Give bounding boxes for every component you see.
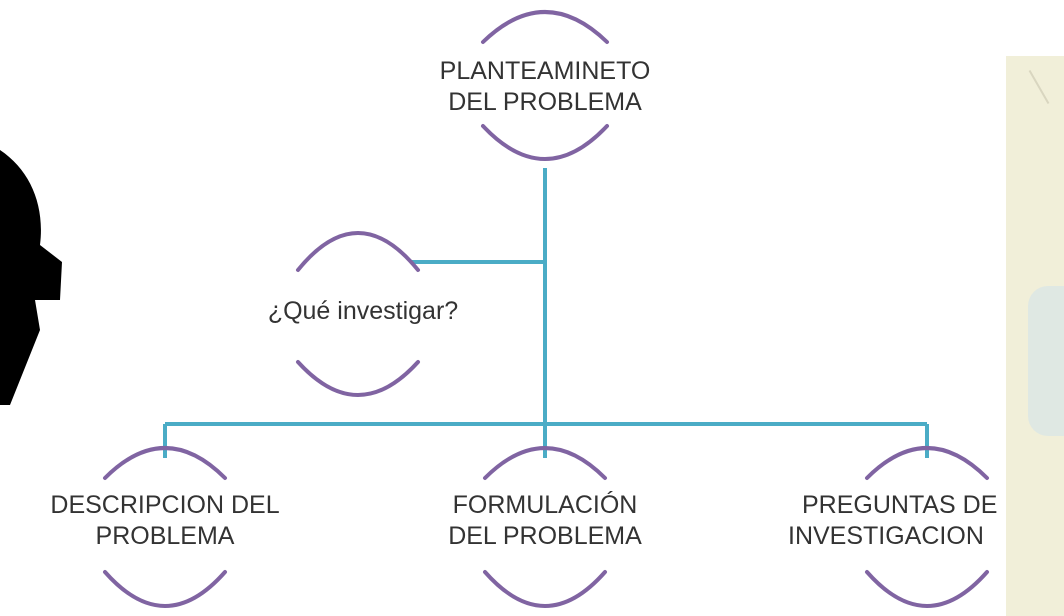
child2-line-2: DEL PROBLEMA — [448, 522, 642, 550]
root-arc-top — [481, 10, 609, 44]
connectors — [163, 168, 929, 458]
child3-line-2a: INVESTIGACIO — [788, 522, 966, 550]
side-node-label: ¿Qué investigar? — [198, 296, 528, 327]
child3-line-1: PREGUNTAS DE — [802, 490, 1064, 521]
root-arc-bottom — [481, 124, 609, 161]
child1-arc-bottom — [103, 570, 227, 608]
child-node-2-label: FORMULACIÓN DEL PROBLEMA — [380, 490, 710, 552]
child2-arc-bottom — [483, 570, 607, 608]
root-line-2: DEL PROBLEMA — [448, 88, 642, 116]
child3-line-1b: DE — [962, 491, 998, 519]
side-arc-bottom — [296, 360, 420, 397]
child-node-1-label: DESCRIPCION DEL PROBLEMA — [0, 490, 330, 552]
child3-arc-top — [865, 446, 989, 480]
side-arc-top — [296, 231, 420, 272]
side-line-1: ¿Qué investigar? — [267, 297, 459, 325]
child3-line-2b: N — [965, 522, 984, 550]
child3-line-1a: PREGUNTAS — [802, 491, 963, 519]
child1-arc-top — [103, 446, 227, 480]
root-line-1: PLANTEAMINETO — [439, 57, 651, 85]
child2-arc-top — [483, 446, 607, 480]
child3-line-2: INVESTIGACION — [788, 521, 1064, 552]
child3-arc-bottom — [865, 570, 989, 608]
node-arcs — [103, 10, 989, 608]
child2-line-1: FORMULACIÓN — [452, 491, 638, 519]
child1-line-2: PROBLEMA — [95, 522, 235, 550]
side-image-panel — [1006, 56, 1064, 616]
child-node-3-label: PREGUNTAS DE INVESTIGACION — [762, 490, 1064, 552]
panel-bubble — [1028, 286, 1064, 436]
glyph-shape — [0, 150, 62, 405]
root-node-label: PLANTEAMINETO DEL PROBLEMA — [380, 56, 710, 118]
child1-line-1: DESCRIPCION DEL — [50, 491, 280, 519]
